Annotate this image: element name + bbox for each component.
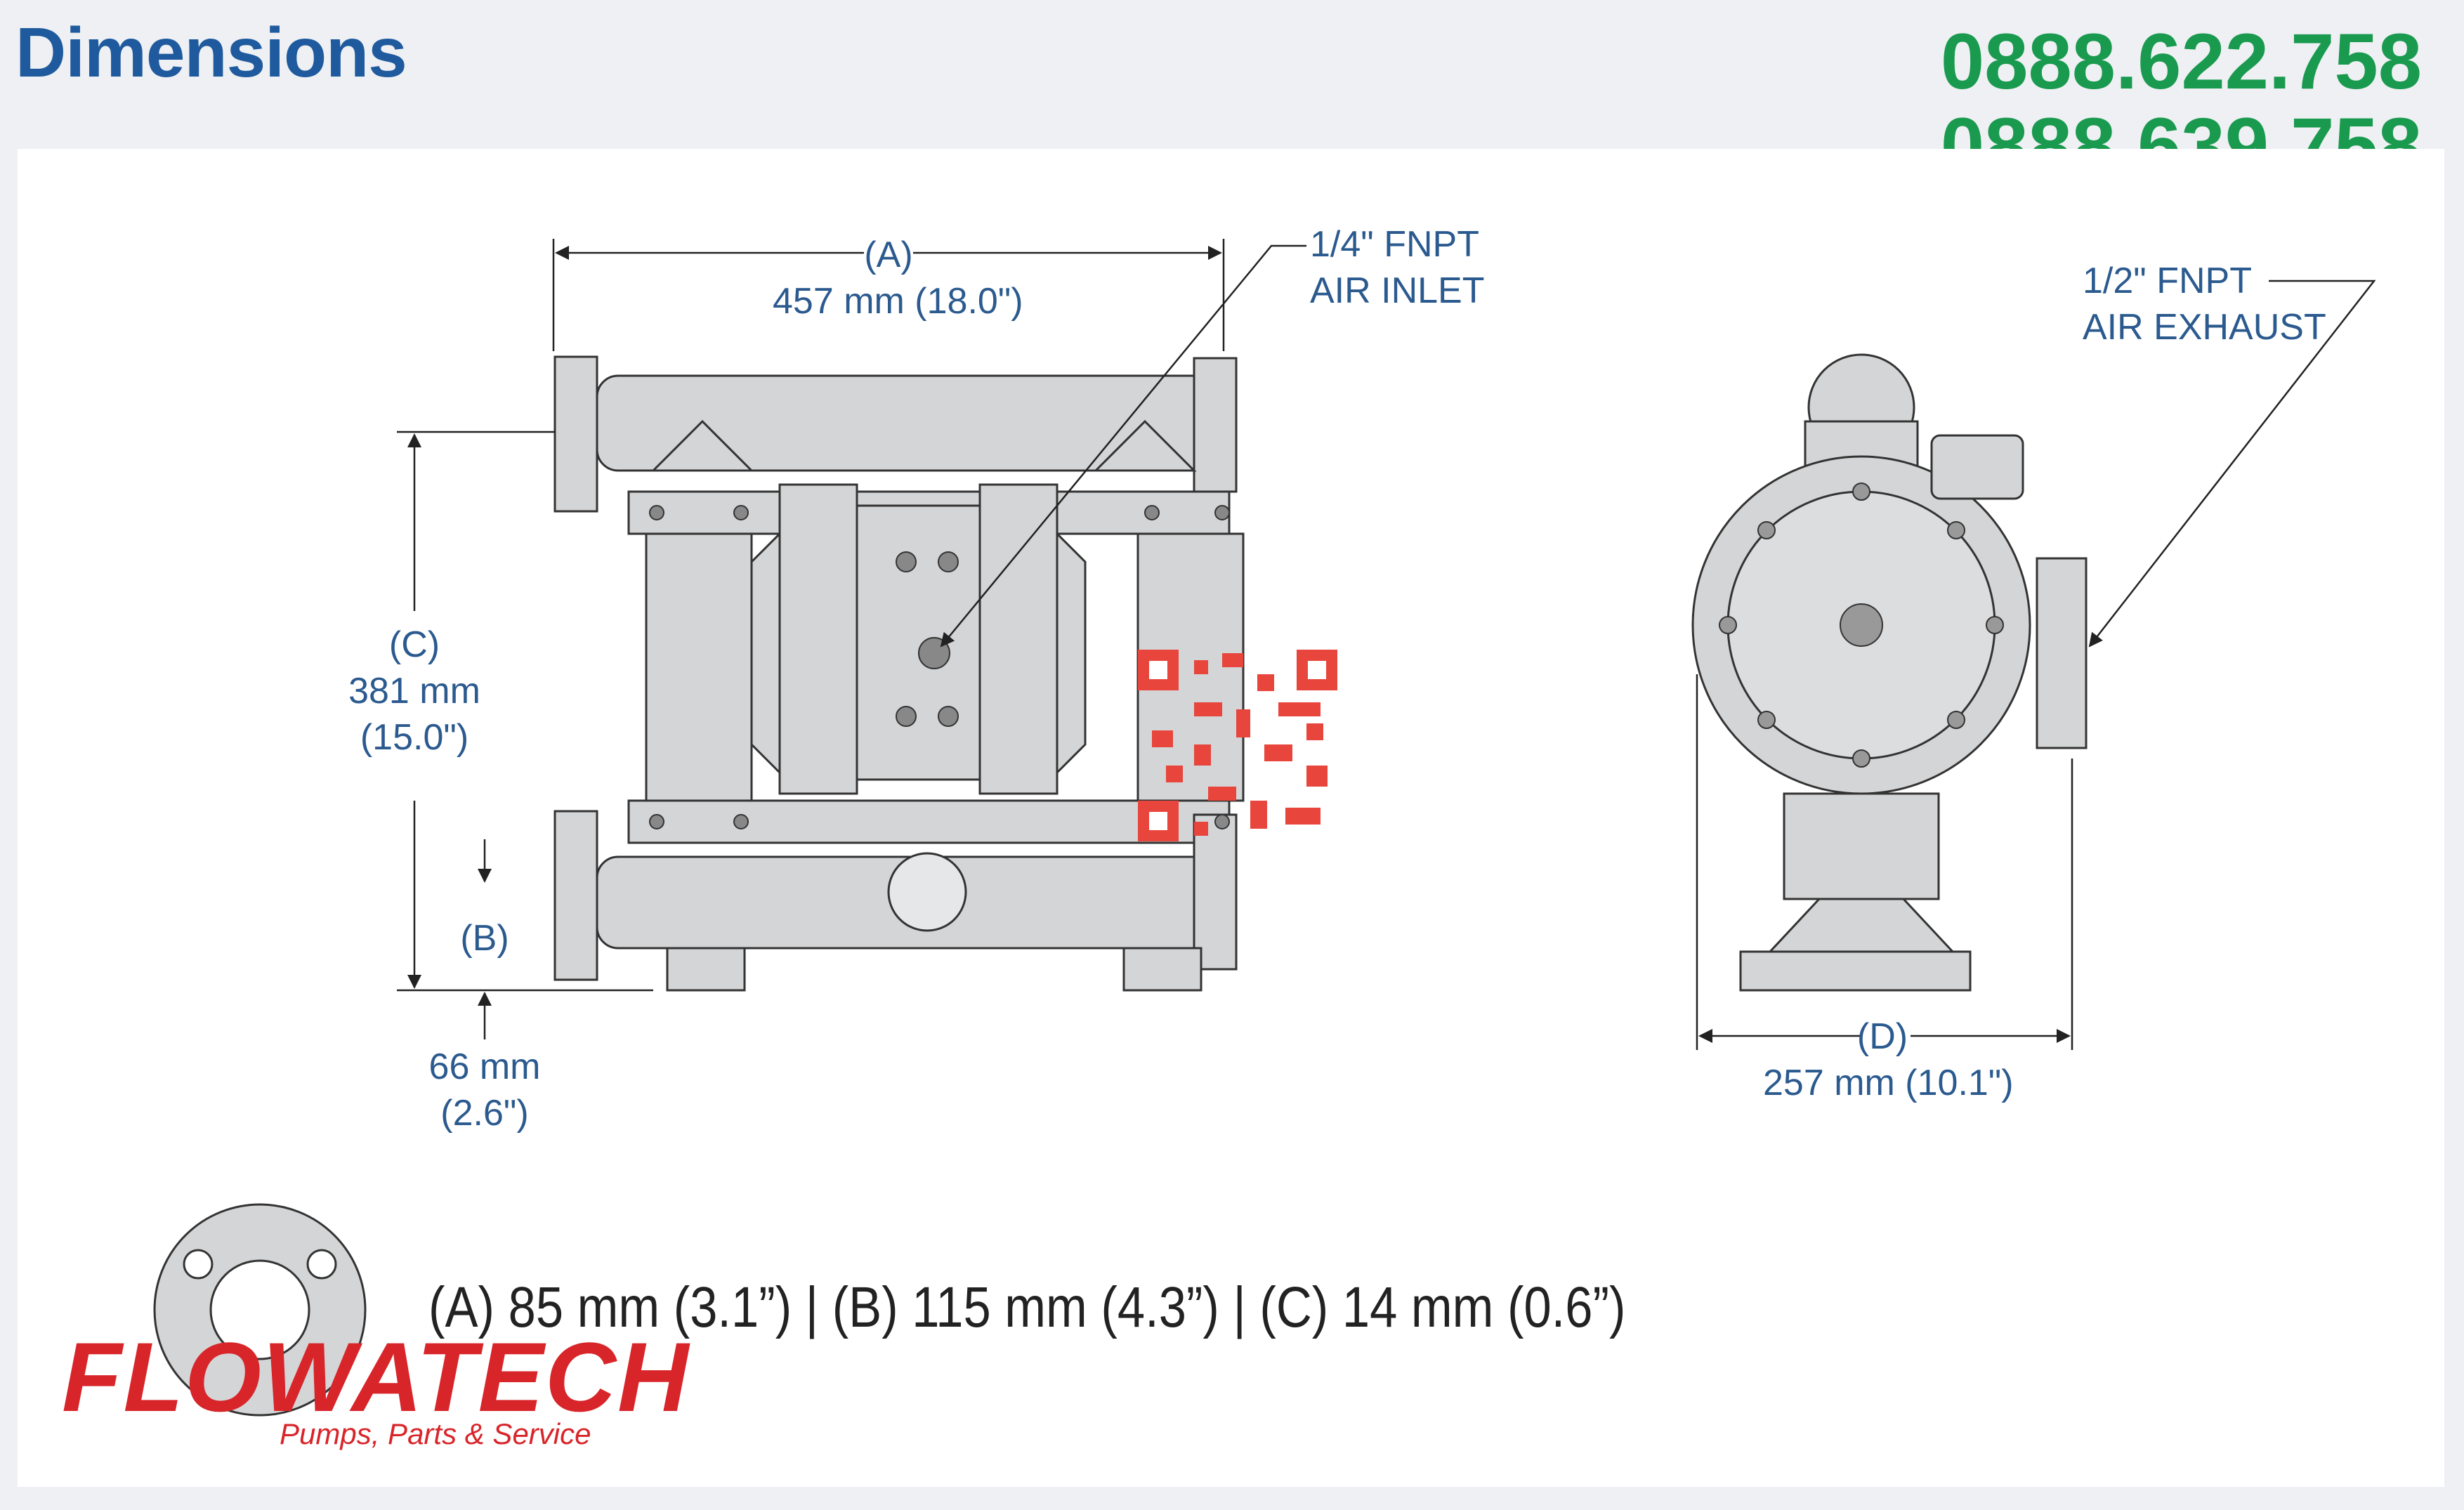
base-dimension-label: 66 mm (2.6") bbox=[414, 1044, 555, 1136]
air-exhaust-size: 1/2" FNPT bbox=[2083, 261, 2252, 301]
air-exhaust-label: 1/2" FNPT AIR EXHAUST bbox=[2083, 258, 2326, 350]
dimension-c-letter: (C) bbox=[388, 624, 440, 665]
flowatech-logo: FLOWATECH Pumps, Parts & Service bbox=[62, 1320, 690, 1450]
dimension-a-value: 457 mm (18.0") bbox=[773, 281, 1023, 322]
base-dimension-mm: 66 mm bbox=[428, 1046, 541, 1087]
air-inlet-label: 1/4" FNPT AIR INLET bbox=[1310, 221, 1485, 314]
dimension-a-label: (A) 457 mm (18.0") bbox=[773, 232, 1023, 324]
dimension-b-letter: (B) bbox=[460, 918, 509, 959]
dimension-c-value-mm: 381 mm bbox=[348, 671, 480, 711]
phone-number-1[interactable]: 0888.622.758 bbox=[1940, 18, 2422, 105]
dimension-c-value-in: (15.0") bbox=[360, 717, 469, 758]
base-dimension-in: (2.6") bbox=[440, 1093, 529, 1134]
page-title: Dimensions bbox=[15, 13, 407, 92]
dimension-d-letter: (D) bbox=[1856, 1016, 1908, 1057]
qr-code bbox=[1138, 650, 1337, 841]
dimension-lines bbox=[397, 239, 2376, 1050]
dimension-c-label: (C) 381 mm (15.0") bbox=[341, 622, 488, 761]
air-exhaust-text: AIR EXHAUST bbox=[2083, 307, 2326, 348]
dimension-a-letter: (A) bbox=[864, 235, 913, 275]
dimension-d-value: 257 mm (10.1") bbox=[1763, 1063, 2014, 1103]
air-inlet-size: 1/4" FNPT bbox=[1310, 224, 1479, 265]
dimension-d-label: (D) 257 mm (10.1") bbox=[1763, 1013, 2014, 1106]
logo-wordmark: FLOWATECH bbox=[62, 1322, 690, 1432]
logo-tagline: Pumps, Parts & Service bbox=[280, 1417, 591, 1450]
flange-dimensions-text: (A) 85 mm (3.1”) | (B) 115 mm (4.3”) | (… bbox=[428, 1275, 1626, 1339]
air-inlet-text: AIR INLET bbox=[1310, 270, 1485, 311]
side-view-pump bbox=[1691, 353, 2088, 992]
dimension-b-label: (B) bbox=[443, 915, 527, 961]
flange-view bbox=[153, 1203, 367, 1417]
